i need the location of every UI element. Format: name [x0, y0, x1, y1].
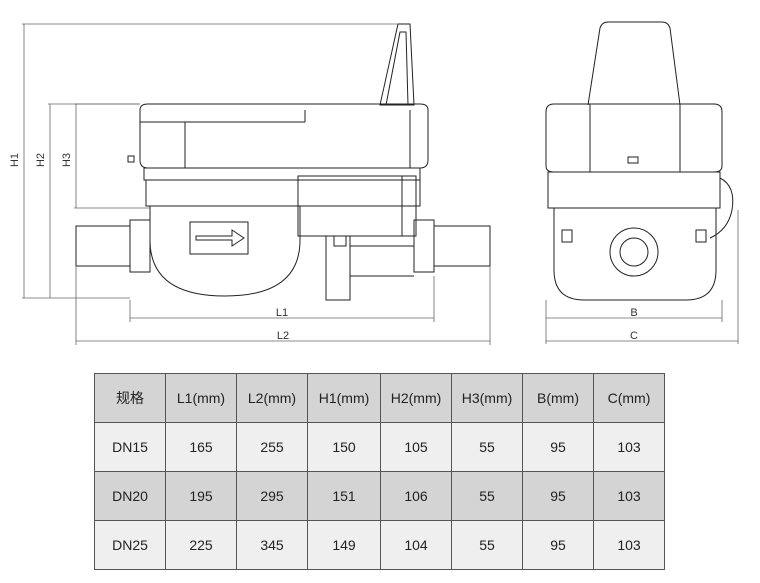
side-dimension-lines: [22, 23, 491, 345]
table-cell: 103: [593, 471, 665, 521]
side-view: [75, 23, 491, 301]
col-header-c: C(mm): [593, 373, 665, 423]
col-header-spec: 规格: [94, 373, 166, 423]
dim-label-h3: H3: [61, 153, 73, 167]
table-cell: 55: [451, 520, 523, 570]
table-cell: 345: [236, 520, 308, 570]
table-cell: 149: [307, 520, 381, 570]
dim-label-h1: H1: [9, 153, 21, 167]
col-header-h3: H3(mm): [451, 373, 523, 423]
table-row: DN15 165 255 150 105 55 95 103: [94, 422, 665, 472]
side-middle-body: [145, 179, 421, 207]
table-cell: 95: [522, 520, 594, 570]
table-cell: 165: [165, 422, 237, 472]
dim-label-l2: L2: [277, 330, 289, 342]
dim-label-h2: H2: [35, 153, 47, 167]
table-cell: 95: [522, 471, 594, 521]
table-cell: 151: [307, 471, 381, 521]
table-cell: 103: [593, 520, 665, 570]
col-header-l1: L1(mm): [165, 373, 237, 423]
side-top-cap: [139, 103, 429, 169]
side-right-pipe: [433, 225, 491, 267]
flow-arrow-icon: [189, 221, 249, 255]
front-view: [545, 21, 734, 301]
col-header-h2: H2(mm): [380, 373, 452, 423]
table-cell: 195: [165, 471, 237, 521]
front-band: [547, 171, 721, 209]
table-cell: 55: [451, 471, 523, 521]
table-cell: 225: [165, 520, 237, 570]
side-meter-body: [149, 205, 301, 297]
table-cell: DN20: [94, 471, 166, 521]
front-connector: [609, 227, 659, 277]
front-dimension-lines: [545, 210, 739, 344]
dim-label-c: C: [630, 330, 638, 342]
table-row: DN20 195 295 151 106 55 95 103: [94, 471, 665, 521]
table-cell: 255: [236, 422, 308, 472]
table-cell: DN25: [94, 520, 166, 570]
table-cell: 295: [236, 471, 308, 521]
side-band: [143, 167, 421, 181]
front-top-cap: [545, 103, 723, 173]
technical-drawing: H1 H2 H3 L1 L2 B C: [9, 21, 739, 345]
col-header-b: B(mm): [522, 373, 594, 423]
front-antenna: [587, 21, 681, 106]
side-left-pipe: [75, 225, 131, 267]
table-cell: 103: [593, 422, 665, 472]
dim-label-l1: L1: [276, 307, 288, 319]
col-header-h1: H1(mm): [307, 373, 381, 423]
table-cell: 105: [380, 422, 452, 472]
table-cell: 106: [380, 471, 452, 521]
front-meter-body: [553, 207, 717, 301]
table-header-row: 规格 L1(mm) L2(mm) H1(mm) H2(mm) H3(mm) B(…: [94, 373, 665, 423]
table-cell: 95: [522, 422, 594, 472]
side-antenna: [379, 23, 415, 106]
table-cell: 150: [307, 422, 381, 472]
spec-table: 规格 L1(mm) L2(mm) H1(mm) H2(mm) H3(mm) B(…: [94, 373, 665, 570]
table-row: DN25 225 345 149 104 55 95 103: [94, 520, 665, 570]
table-cell: 55: [451, 422, 523, 472]
col-header-l2: L2(mm): [236, 373, 308, 423]
side-electronics-box: [297, 175, 417, 237]
table-cell: 104: [380, 520, 452, 570]
table-cell: DN15: [94, 422, 166, 472]
dim-label-b: B: [630, 307, 637, 319]
